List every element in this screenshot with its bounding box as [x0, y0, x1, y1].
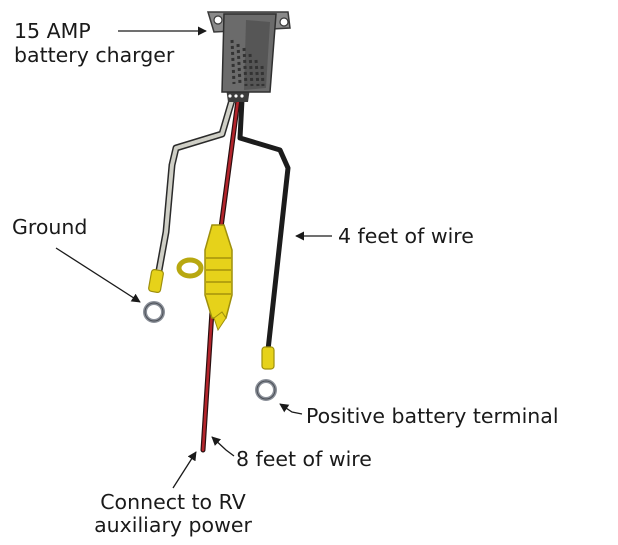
- ground-wire: [154, 96, 236, 280]
- callout-arrows: [55, 26, 332, 489]
- wire-8ft-label: 8 feet of wire: [236, 447, 372, 471]
- fuse-holder: [176, 224, 233, 332]
- rv-power-label-line1: Connect to RV: [100, 490, 246, 514]
- positive-callout-arrow: [279, 403, 303, 415]
- black-wire: [237, 97, 291, 353]
- charger-label-line1: 15 AMP: [14, 19, 91, 43]
- ground-callout-arrow: [55, 247, 141, 303]
- rv-callout-arrow: [172, 451, 197, 489]
- positive-ring-terminal: [255, 346, 277, 401]
- ground-ring-terminal: [143, 269, 165, 323]
- red-wire: [200, 97, 241, 453]
- ground-label: Ground: [12, 215, 88, 239]
- wire-4ft-label: 4 feet of wire: [338, 224, 474, 248]
- charger-label-line2: battery charger: [14, 43, 175, 67]
- positive-terminal-label: Positive battery terminal: [306, 404, 559, 428]
- rv-power-label-line2: auxiliary power: [94, 513, 252, 537]
- wire8ft-callout-arrow: [211, 436, 235, 457]
- battery-charger: [206, 11, 291, 102]
